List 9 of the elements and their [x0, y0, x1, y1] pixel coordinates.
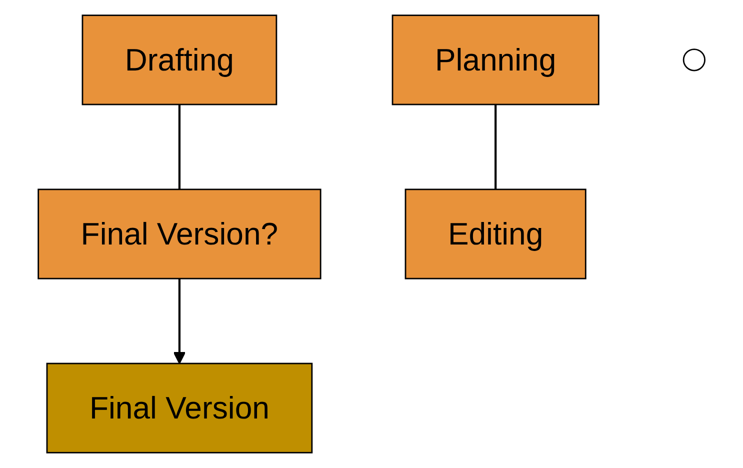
node-box: Drafting	[82, 14, 278, 106]
node-box: Final Version?	[38, 188, 322, 280]
node-box: Final Version	[46, 362, 313, 454]
node-box: Planning	[392, 14, 600, 106]
connector	[494, 104, 497, 190]
connector	[178, 104, 180, 190]
node-box: Editing	[404, 188, 586, 280]
node-circle	[682, 48, 706, 72]
arrow	[173, 278, 186, 364]
